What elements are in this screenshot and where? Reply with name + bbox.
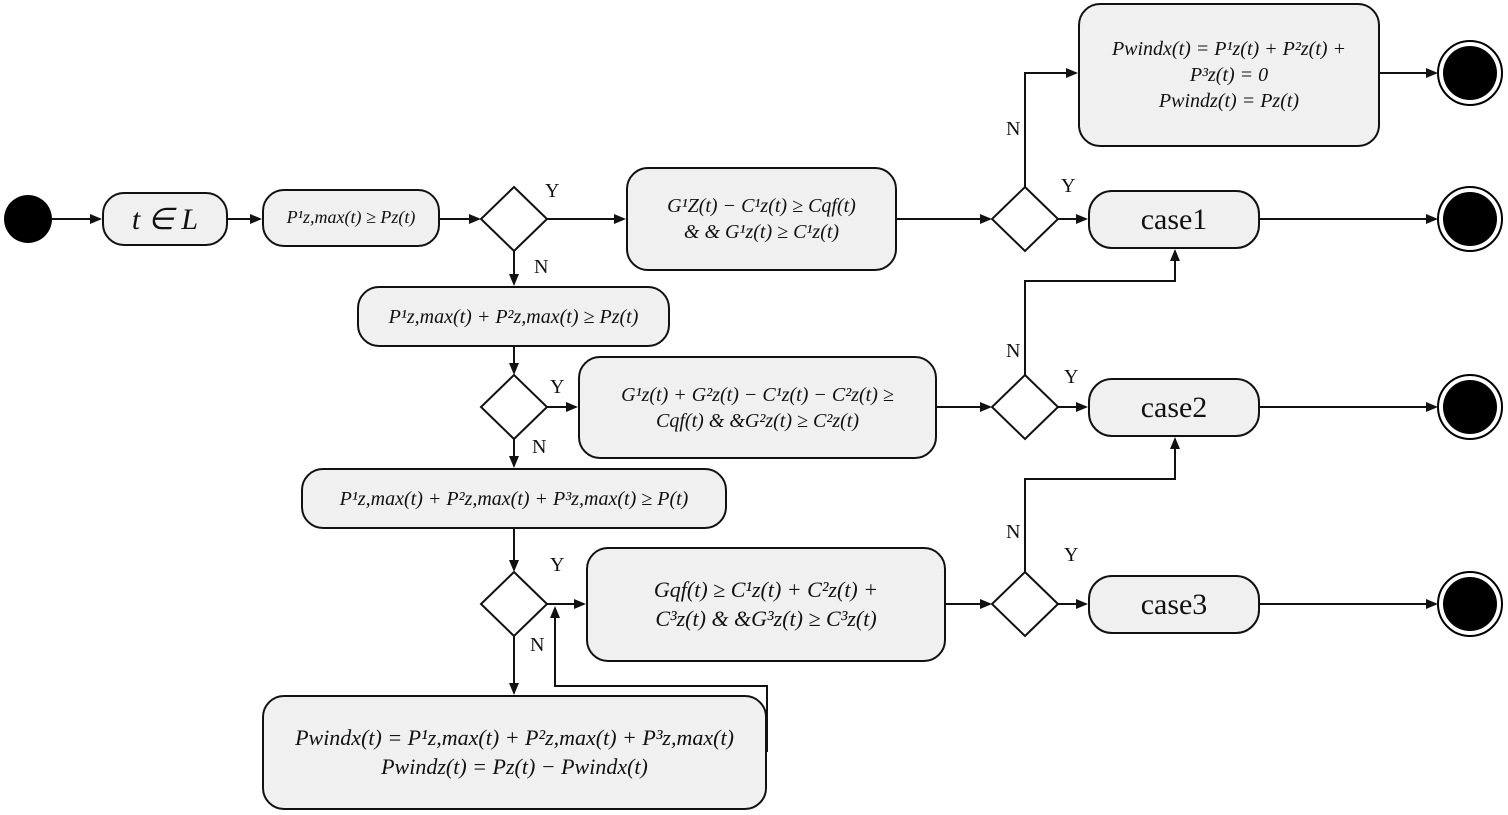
top-result-line1: Pwindx(t) = P¹z(t) + P²z(t) +	[1111, 38, 1347, 60]
edges	[52, 68, 1438, 752]
cond3-node: Gqf(t) ≥ C¹z(t) + C²z(t) + C³z(t) & &G³z…	[586, 547, 946, 662]
end-node-case1	[1437, 186, 1503, 252]
end-node-case3	[1437, 571, 1503, 637]
edge-label-n4: N	[1006, 118, 1021, 140]
decision-diamond-6	[990, 570, 1060, 638]
check1-node: P¹z,max(t) ≥ Pz(t)	[262, 189, 440, 247]
edge-label-y5: Y	[1064, 366, 1079, 388]
cond1-node: G¹Z(t) − C¹z(t) ≥ Cqf(t) & & G¹z(t) ≥ C¹…	[626, 167, 897, 271]
edge-label-y1: Y	[545, 180, 560, 202]
cond2-line2: Cqf(t) & &G²z(t) ≥ C²z(t)	[656, 409, 859, 432]
top-result-line3: Pwindz(t) = Pz(t)	[1158, 90, 1300, 112]
cond3-line2: C³z(t) & &G³z(t) ≥ C³z(t)	[655, 605, 877, 631]
decision-diamond-3	[479, 570, 549, 638]
cond3-line1: Gqf(t) ≥ C¹z(t) + C²z(t) +	[653, 576, 879, 602]
case1-label: case1	[1140, 203, 1208, 236]
decision-diamond-5	[990, 373, 1060, 441]
start-node	[4, 195, 52, 243]
cond2-node: G¹z(t) + G²z(t) − C¹z(t) − C²z(t) ≥ Cqf(…	[578, 356, 937, 459]
case2-node: case2	[1088, 378, 1260, 437]
check2-node: P¹z,max(t) + P²z,max(t) ≥ Pz(t)	[357, 286, 670, 347]
edge-label-n2: N	[532, 436, 547, 458]
start-condition-node: t ∈ L	[102, 192, 228, 246]
case2-label: case2	[1140, 391, 1208, 424]
start-condition-text: t ∈ L	[131, 202, 199, 236]
top-result-line2: P³z(t) = 0	[1189, 64, 1269, 86]
cond1-line2: & & G¹z(t) ≥ C¹z(t)	[683, 221, 840, 243]
cond1-line1: G¹Z(t) − C¹z(t) ≥ Cqf(t)	[667, 195, 856, 217]
end-node-case2	[1437, 374, 1503, 440]
top-result-node: Pwindx(t) = P¹z(t) + P²z(t) + P³z(t) = 0…	[1078, 3, 1380, 147]
decision-diamond-2	[479, 373, 549, 441]
edge-label-n3: N	[530, 634, 545, 656]
edge-label-n5: N	[1006, 340, 1021, 362]
decision-diamond-1	[479, 185, 549, 253]
case3-label: case3	[1140, 588, 1208, 621]
bottom-result-line1: Pwindx(t) = P¹z,max(t) + P²z,max(t) + P³…	[295, 724, 734, 750]
check2-text: P¹z,max(t) + P²z,max(t) ≥ Pz(t)	[388, 305, 639, 328]
end-node-top	[1437, 40, 1503, 106]
bottom-result-node: Pwindx(t) = P¹z,max(t) + P²z,max(t) + P³…	[262, 695, 767, 810]
edge-label-n1: N	[534, 256, 549, 278]
edge-label-y2: Y	[550, 376, 565, 398]
check1-text: P¹z,max(t) ≥ Pz(t)	[286, 207, 416, 228]
case1-node: case1	[1088, 190, 1260, 249]
edge-label-y3: Y	[550, 554, 565, 576]
decision-diamond-4	[990, 185, 1060, 253]
edge-label-n6: N	[1006, 521, 1021, 543]
check3-node: P¹z,max(t) + P²z,max(t) + P³z,max(t) ≥ P…	[301, 468, 727, 529]
edge-label-y4: Y	[1061, 175, 1076, 197]
check3-text: P¹z,max(t) + P²z,max(t) + P³z,max(t) ≥ P…	[339, 487, 689, 510]
case3-node: case3	[1088, 575, 1260, 634]
bottom-result-line2: Pwindz(t) = Pz(t) − Pwindx(t)	[381, 753, 648, 779]
cond2-line1: G¹z(t) + G²z(t) − C¹z(t) − C²z(t) ≥	[621, 383, 894, 406]
edge-label-y6: Y	[1064, 544, 1079, 566]
